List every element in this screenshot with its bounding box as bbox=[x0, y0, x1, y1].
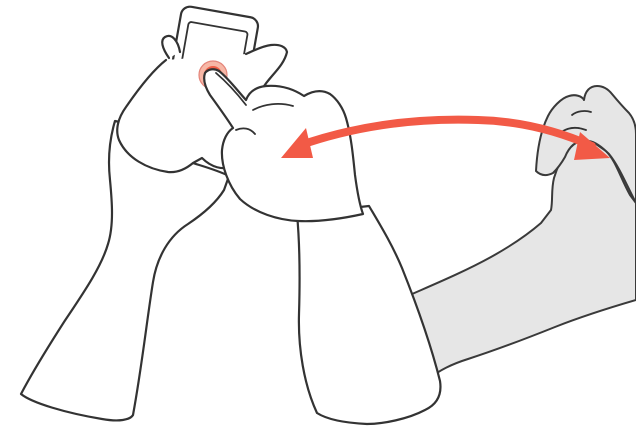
ghost-arm-group bbox=[403, 86, 636, 377]
right-hand bbox=[204, 69, 363, 221]
ghost-forearm bbox=[403, 141, 636, 377]
right-forearm bbox=[297, 206, 440, 424]
left-forearm bbox=[21, 121, 229, 420]
